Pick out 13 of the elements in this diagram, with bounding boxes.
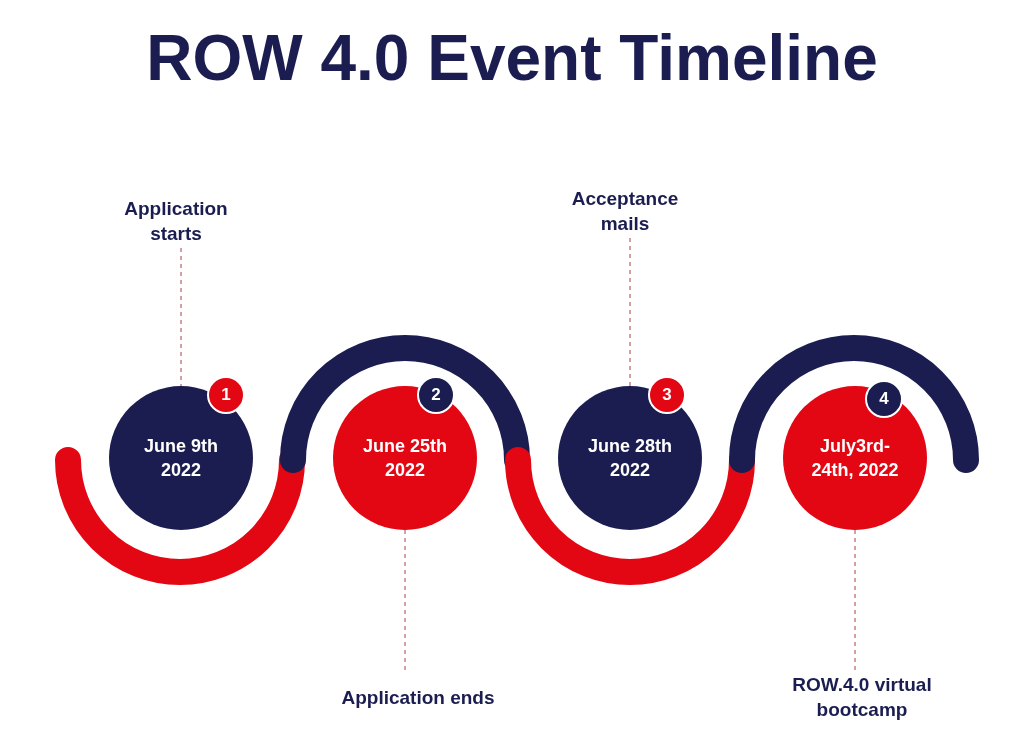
milestone-label: Acceptance mails <box>545 184 705 238</box>
milestone-label: ROW.4.0 virtual bootcamp <box>767 670 957 724</box>
milestone-label: Application starts <box>96 194 256 248</box>
leader-line <box>854 529 856 671</box>
step-number-badge: 2 <box>417 376 455 414</box>
step-number-badge: 1 <box>207 376 245 414</box>
step-number-badge: 3 <box>648 376 686 414</box>
milestone-label: Application ends <box>338 670 498 724</box>
leader-line <box>404 529 406 671</box>
title: ROW 4.0 Event Timeline <box>146 22 878 94</box>
step-number-badge: 4 <box>865 380 903 418</box>
leader-line <box>629 237 631 387</box>
leader-line <box>180 247 182 387</box>
